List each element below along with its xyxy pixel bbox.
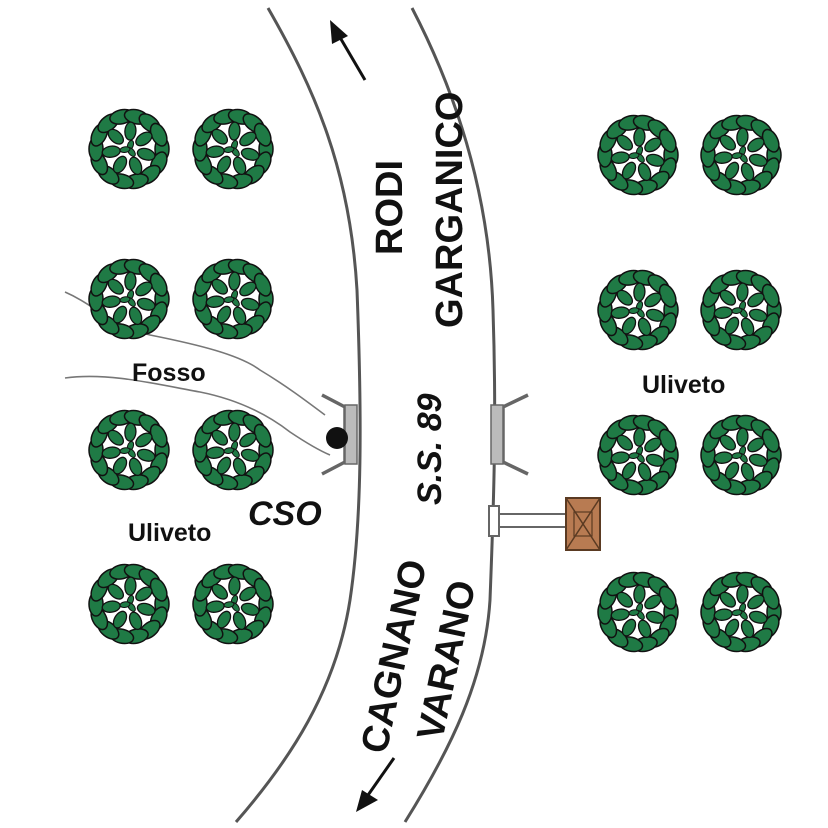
olive-tree-icon <box>700 269 782 351</box>
route-label: S.S. 89 <box>411 393 449 505</box>
olive-tree-icon <box>597 414 679 496</box>
olive-tree-icon <box>700 571 782 653</box>
bridge-east-bracket <box>501 393 529 476</box>
direction-north-line1: RODI <box>369 160 411 255</box>
olive-tree-icon <box>88 563 170 645</box>
olive-tree-icon <box>597 269 679 351</box>
olive-tree-icon <box>192 563 274 645</box>
building-icon <box>565 497 601 551</box>
olive-tree-icon <box>192 409 274 491</box>
olive-tree-icon <box>597 571 679 653</box>
olive-trees <box>88 108 782 653</box>
olive-tree-icon <box>192 108 274 190</box>
road-west-edge <box>234 7 362 823</box>
olive-tree-icon <box>88 108 170 190</box>
olive-tree-icon <box>88 258 170 340</box>
ditch-lower-bank <box>64 375 331 456</box>
bridge-east-deck <box>490 404 504 465</box>
outfall-label: CSO <box>248 495 322 533</box>
outfall-point-icon <box>326 427 348 449</box>
olive-tree-icon <box>700 414 782 496</box>
direction-arrow-icon <box>330 20 367 81</box>
driveway <box>488 505 566 537</box>
olive-grove-left-label: Uliveto <box>128 519 211 547</box>
olive-tree-icon <box>700 114 782 196</box>
ditch-label: Fosso <box>132 359 206 387</box>
olive-grove-right-label: Uliveto <box>642 371 725 399</box>
olive-tree-icon <box>88 409 170 491</box>
olive-tree-icon <box>192 258 274 340</box>
olive-tree-icon <box>597 114 679 196</box>
direction-arrow-icon <box>356 757 396 812</box>
direction-north-line2: GARGANICO <box>429 92 471 328</box>
